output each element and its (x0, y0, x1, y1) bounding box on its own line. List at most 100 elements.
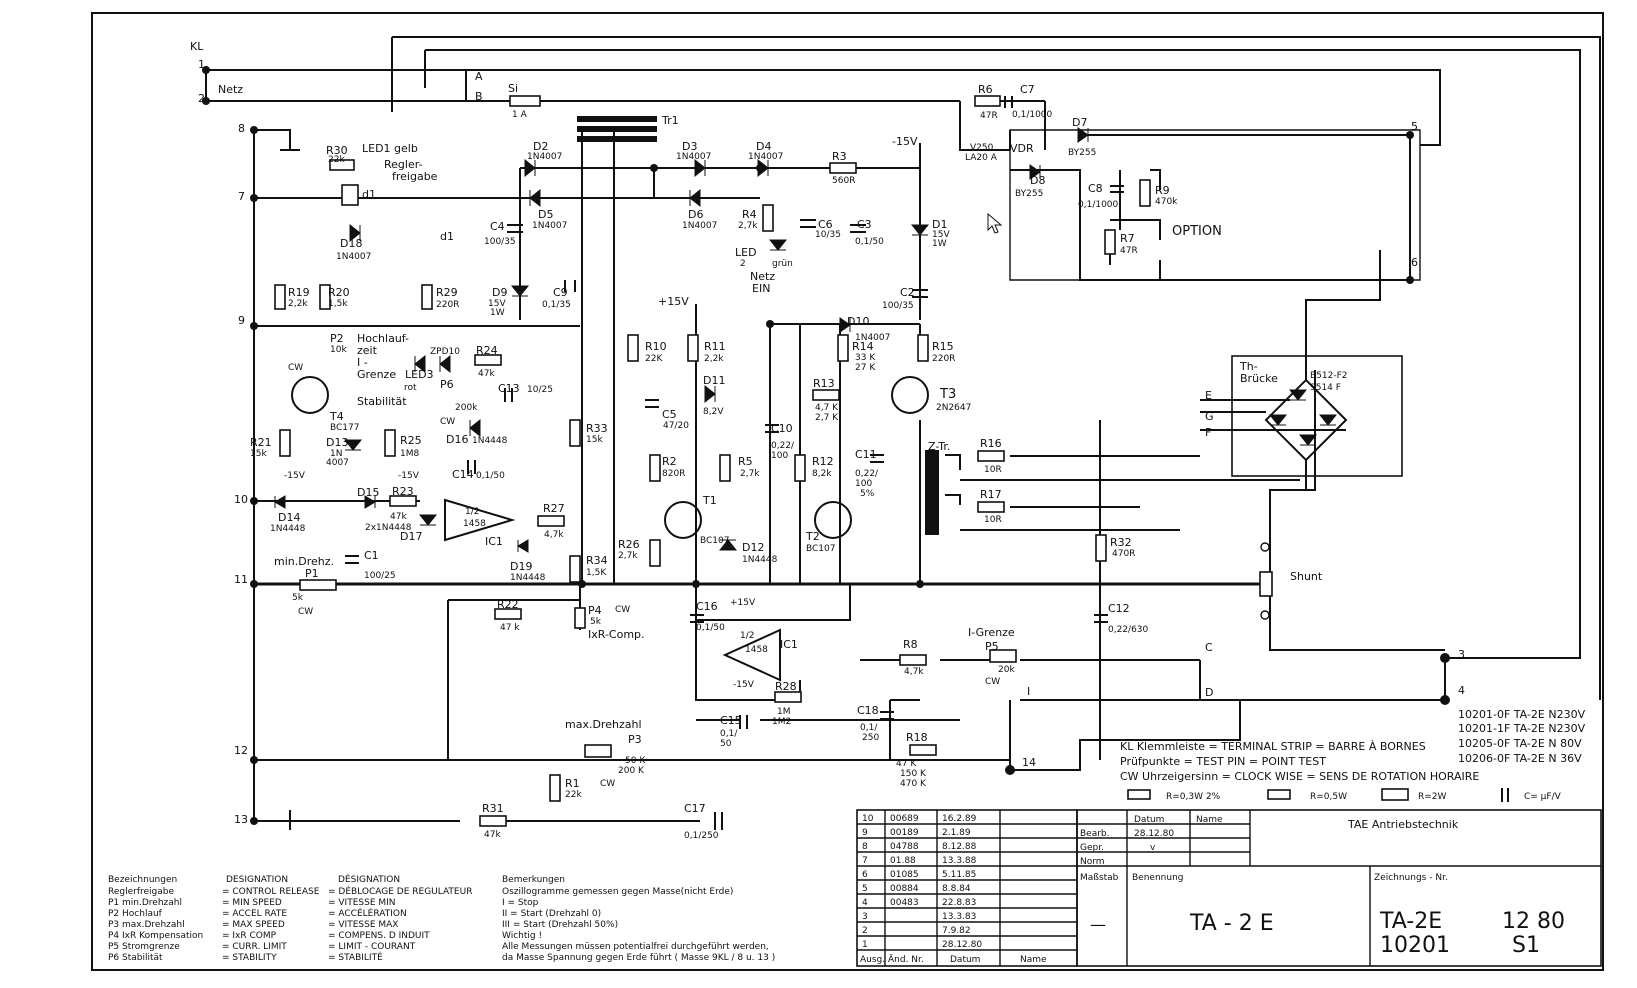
d1z-label: D1 (932, 218, 947, 231)
revision-cell: 01.88 (890, 856, 916, 866)
t3-value: 2N2647 (936, 403, 971, 413)
r30-value: 22k (328, 155, 345, 165)
regler-label-1: Regler- (384, 158, 423, 171)
p3-label: P3 (628, 733, 642, 746)
legend-row-4-en: = MAX SPEED (222, 920, 285, 930)
r15-value: 220R (932, 354, 955, 364)
c6-label: C6 (818, 218, 833, 231)
component-labels: Si 1 A Tr1 R6 47R C7 0,1/1000 V250 LA20 … (250, 70, 1348, 841)
terminal-7: 7 (238, 190, 245, 203)
d9-label: D9 (492, 286, 507, 299)
tb-massstab: Maßstab (1080, 873, 1119, 883)
d5-label: D5 (538, 208, 553, 221)
t1-label: T1 (702, 494, 717, 507)
tb-name: Name (1196, 815, 1223, 825)
tb-benennung: Benennung (1132, 873, 1183, 883)
b512-label: B512-F2 (1310, 371, 1348, 381)
d2-label: D2 (533, 140, 548, 153)
variant-1: 10201-0F TA-2E N230V (1458, 708, 1586, 721)
ixr-label: IxR-Comp. (588, 628, 645, 641)
max-drehzahl-label: max.Drehzahl (565, 718, 642, 731)
d18-label: D18 (340, 237, 362, 250)
c13-label: C13 (498, 382, 520, 395)
terminal-8: 8 (238, 122, 245, 135)
terminal-10: 10 (234, 493, 248, 506)
d16-value: 1N4448 (472, 436, 508, 446)
r3-value: 560R (832, 176, 855, 186)
c10-label: C10 (771, 422, 793, 435)
legend-row-7-en: = STABILITY (222, 953, 277, 963)
legend-row-2-en: = MIN SPEED (222, 898, 282, 908)
legend-row-3-de: P2 Hochlauf (108, 909, 163, 919)
plus15-label: +15V (658, 295, 689, 308)
active-devices (291, 376, 1270, 682)
r12-label: R12 (812, 455, 834, 468)
legend-row-7-de: P6 Stabilität (108, 953, 163, 963)
d9-value-2: 1W (490, 308, 505, 318)
igrenze-b-label: I-Grenze (968, 626, 1015, 639)
revision-cell: 22.8.83 (942, 898, 976, 908)
r32-value: 470R (1112, 549, 1135, 559)
revision-cell: 04788 (890, 842, 919, 852)
revision-cell: 00689 (890, 814, 919, 824)
title-block: Datum Name Bearb. 28.12.80 Gepr. v Norm … (1076, 809, 1602, 967)
r23-value: 47k (390, 512, 407, 522)
c6-value: 10/35 (815, 230, 841, 240)
terminal-14: 14 (1022, 756, 1036, 769)
diodes (274, 127, 1338, 553)
p5-label: P5 (985, 640, 999, 653)
hochlauf-2: zeit (357, 344, 378, 357)
option-label: OPTION (1172, 224, 1222, 239)
c9-value: 0,1/35 (542, 300, 571, 310)
remark-4: III = Start (Drehzahl 50%) (502, 920, 618, 930)
r32-label: R32 (1110, 536, 1132, 549)
legend-row-2-fr: = VITESSE MIN (328, 898, 396, 908)
legend-row-5-fr: = COMPENS. D INDUIT (328, 931, 430, 941)
p5-value: 20k (998, 665, 1015, 675)
r13-label: R13 (813, 377, 835, 390)
ic1-lower-plus15: +15V (730, 598, 756, 608)
min-drehz-label: min.Drehz. (274, 555, 334, 568)
led3-colour: rot (404, 383, 417, 393)
r17-label: R17 (980, 488, 1002, 501)
r4-value: 2,7k (738, 221, 758, 231)
revision-cell: 5.11.85 (942, 870, 976, 880)
remark-2: I = Stop (502, 898, 539, 908)
r14-label: R14 (852, 340, 874, 353)
d12-label: D12 (742, 541, 764, 554)
rev-footer-datum: Datum (950, 955, 980, 965)
c7-value: 0,1/1000 (1012, 110, 1053, 120)
legend-header-1: Bezeichnungen (108, 875, 177, 885)
revision-cell: 3 (862, 912, 868, 922)
t4-neg15-label: -15V (284, 471, 306, 481)
r31-label: R31 (482, 802, 504, 815)
d4-label: D4 (756, 140, 771, 153)
r18-value-2: 150 K (900, 769, 927, 779)
c17-value: 0,1/250 (684, 831, 719, 841)
legend-row-5-en: = IxR COMP (222, 931, 277, 941)
kl-heading: KL (190, 40, 204, 53)
p4-cw-label: CW (615, 605, 630, 615)
c10-value-2: 100 (771, 451, 788, 461)
tb-title: TA - 2 E (1189, 911, 1274, 936)
tr1-label: Tr1 (661, 114, 679, 127)
r7-value: 47R (1120, 246, 1138, 256)
d17-label: D17 (400, 530, 422, 543)
terminal-strip-left: KL 1 2 8 7 9 10 11 12 13 Netz 5 6 3 4 14 (190, 40, 1465, 826)
r14-value-2: 27 K (855, 363, 876, 373)
t2-value: BC107 (806, 544, 835, 554)
r29-label: R29 (436, 286, 458, 299)
r25-neg15-label: -15V (398, 471, 420, 481)
c1-label: C1 (364, 549, 379, 562)
vdr-label: VDR (1010, 142, 1034, 155)
r18-value-1: 47 K (896, 759, 917, 769)
tb-gepr-date: v (1150, 843, 1156, 853)
revision-cell: 9 (862, 828, 868, 838)
remark-1: Oszillogramme gemessen gegen Masse(nicht… (502, 887, 733, 897)
c8-label: C8 (1088, 182, 1103, 195)
vdr-type-2: LA20 A (965, 153, 998, 163)
revision-cell: 16.2.89 (942, 814, 977, 824)
variant-2: 10201-1F TA-2E N230V (1458, 722, 1586, 735)
p1-value: 5k (292, 593, 304, 603)
r7-label: R7 (1120, 232, 1135, 245)
